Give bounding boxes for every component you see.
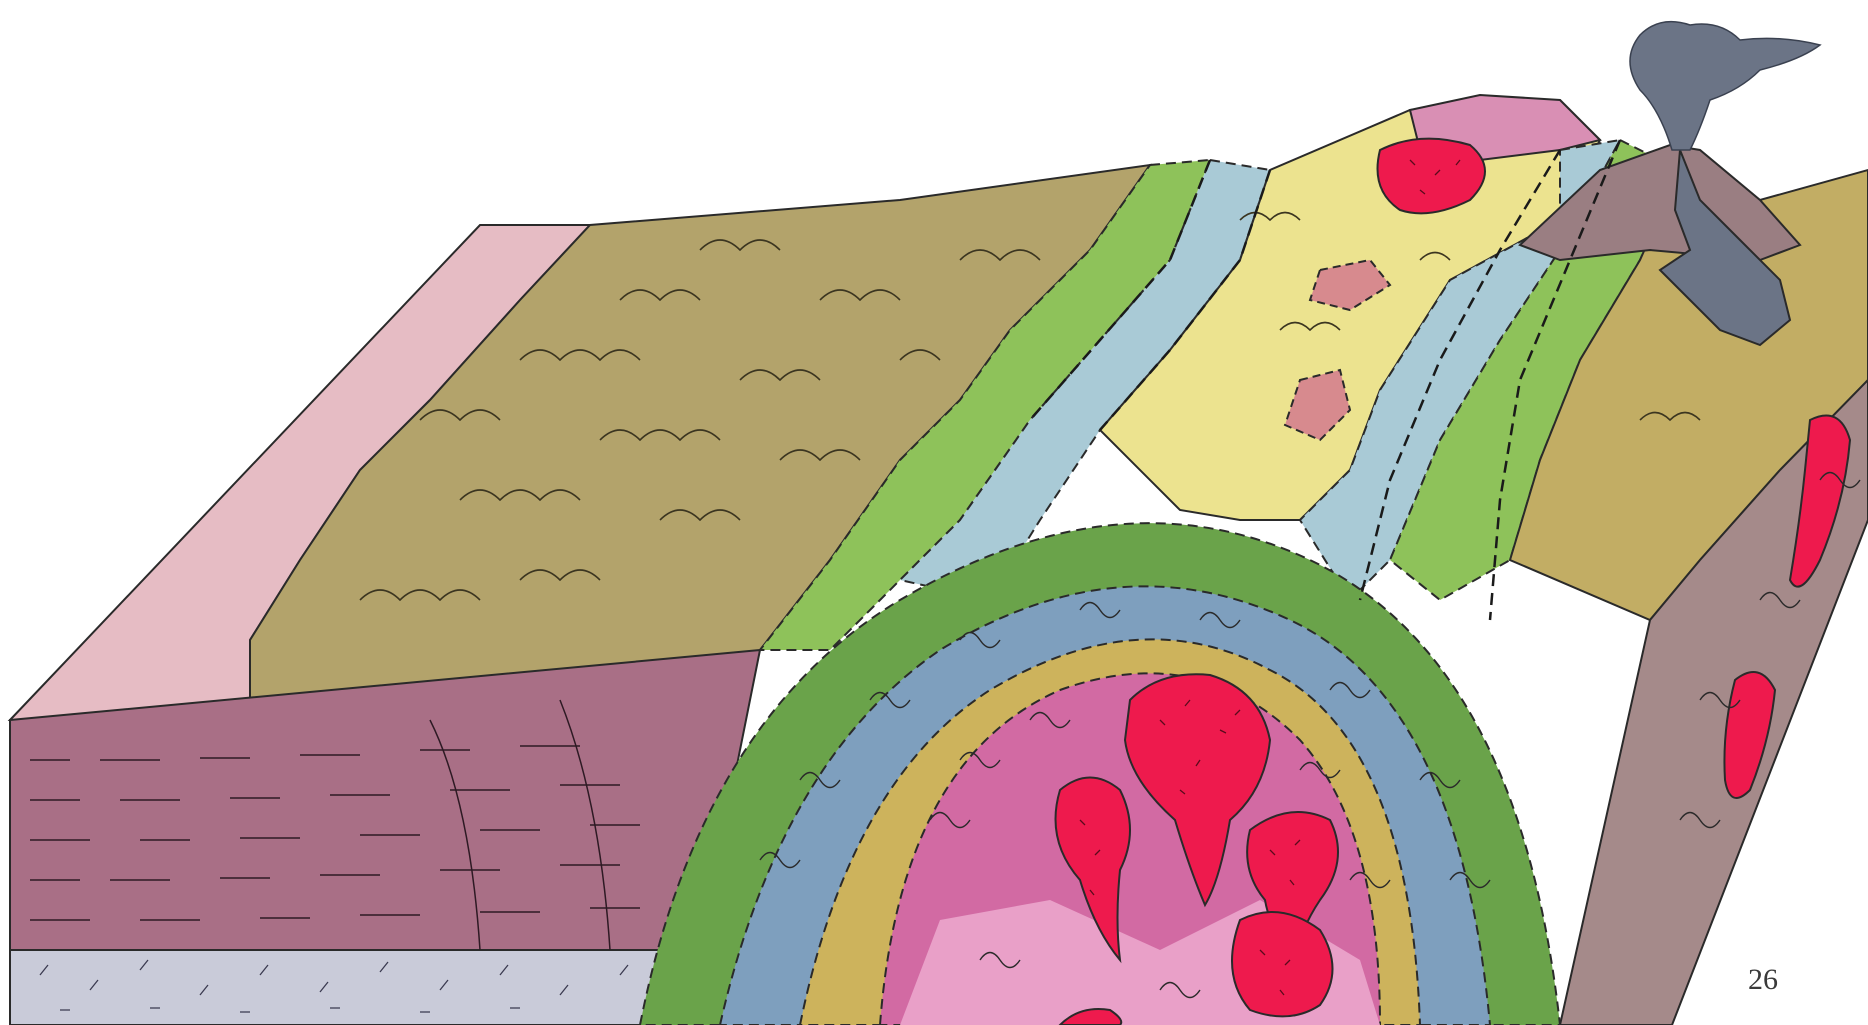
basement-front <box>10 950 700 1025</box>
granite-pluton-4 <box>1232 912 1333 1016</box>
page-number: 26 <box>1748 963 1778 997</box>
ash-plume <box>1630 22 1820 150</box>
